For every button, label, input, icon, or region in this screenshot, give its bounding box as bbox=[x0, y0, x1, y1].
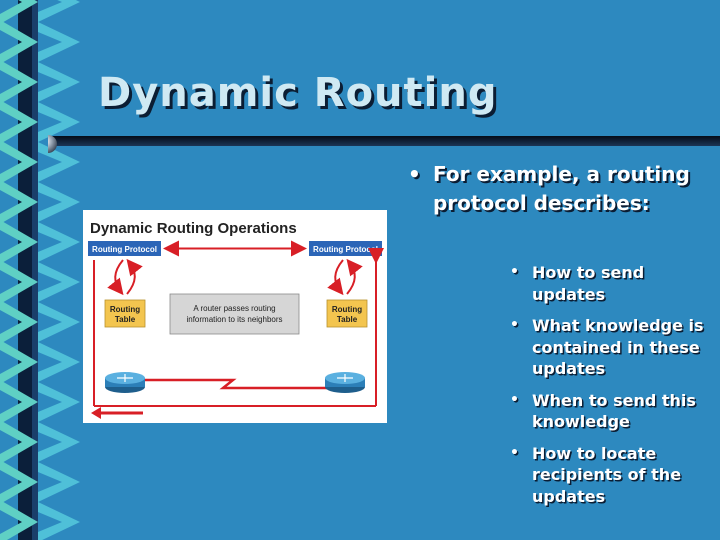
caption-box bbox=[169, 293, 300, 335]
sub-bullet-marker: • bbox=[510, 317, 519, 333]
strip-chevron bbox=[38, 302, 80, 342]
strip-chevron bbox=[38, 262, 80, 302]
routing-protocol-box-left bbox=[88, 241, 161, 256]
sub-bullet-marker: • bbox=[510, 444, 519, 461]
title-divider bbox=[48, 135, 720, 153]
strip-chevron bbox=[0, 460, 38, 504]
strip-chevron bbox=[38, 62, 80, 102]
strip-chevron bbox=[38, 382, 80, 422]
sub-bullet-item: • How to send updates bbox=[510, 262, 715, 305]
strip-chevron bbox=[0, 260, 38, 304]
sub-bullet-item: • What knowledge is contained in these u… bbox=[510, 315, 715, 380]
strip-chevron bbox=[38, 502, 80, 540]
table-to-protocol-arrow-left bbox=[126, 258, 143, 295]
routing-table-box-right bbox=[326, 299, 368, 328]
router-icon-left bbox=[105, 372, 145, 393]
main-bullet: • For example, a routing protocol descri… bbox=[408, 160, 708, 218]
strip-chevron bbox=[0, 300, 38, 344]
strip-chevron bbox=[0, 60, 38, 104]
routing-protocol-box-right bbox=[309, 241, 382, 256]
strip-chevron bbox=[0, 0, 38, 24]
sub-bullet-text: When to send this knowledge bbox=[532, 390, 696, 432]
strip-chevron bbox=[0, 340, 38, 384]
sub-bullet-item: • When to send this knowledge bbox=[510, 390, 715, 433]
strip-chevron bbox=[0, 140, 38, 184]
strip-chevron bbox=[0, 220, 38, 264]
strip-chevron bbox=[0, 20, 38, 64]
protocol-to-table-arrow-right bbox=[327, 259, 344, 296]
routing-diagram: Dynamic Routing Operations Routing Proto… bbox=[83, 210, 387, 423]
strip-chevron bbox=[38, 102, 80, 142]
strip-chevron bbox=[38, 0, 80, 22]
sub-bullet-marker: • bbox=[510, 264, 519, 280]
bullet-marker: • bbox=[408, 162, 421, 186]
sub-bullet-list: • How to send updates • What knowledge i… bbox=[510, 262, 715, 507]
caption-line2: information to its neighbors bbox=[186, 315, 282, 324]
routing-table-box-left bbox=[104, 299, 146, 328]
table-to-protocol-arrow-right bbox=[346, 258, 363, 295]
routing-table-label-right-line2: Table bbox=[337, 315, 358, 324]
sub-bullet-text: What knowledge is contained in these upd… bbox=[532, 316, 704, 378]
strip-chevron bbox=[0, 380, 38, 424]
strip-chevron bbox=[38, 182, 80, 222]
strip-chevron bbox=[0, 500, 38, 540]
strip-chevron bbox=[38, 342, 80, 382]
sub-bullet-text: How to locate recipients of the updates bbox=[532, 443, 682, 506]
routing-protocol-label-left: Routing Protocol bbox=[92, 245, 157, 254]
slide-title: Dynamic Routing bbox=[98, 70, 498, 116]
sub-bullet-item: • How to locate recipients of the update… bbox=[510, 443, 715, 508]
routing-table-label-left-line1: Routing bbox=[110, 305, 140, 314]
decorative-left-strip bbox=[0, 0, 80, 540]
diagram-title: Dynamic Routing Operations bbox=[90, 220, 297, 237]
sub-bullet-text: How to send updates bbox=[532, 263, 645, 304]
router-link bbox=[135, 378, 328, 390]
strip-chevron bbox=[0, 100, 38, 144]
sub-bullet-marker: • bbox=[510, 391, 519, 408]
strip-chevron bbox=[38, 422, 80, 462]
strip-chevron bbox=[38, 222, 80, 262]
router-icon-right bbox=[325, 372, 365, 393]
main-bullet-text: For example, a routing protocol describe… bbox=[433, 162, 690, 215]
routing-table-label-left-line2: Table bbox=[115, 315, 136, 324]
routing-table-label-right-line1: Routing bbox=[332, 305, 362, 314]
bottom-left-arrowhead bbox=[91, 407, 101, 419]
strip-chevron bbox=[38, 462, 80, 502]
strip-chevron bbox=[0, 420, 38, 464]
strip-chevron bbox=[38, 22, 80, 62]
routing-protocol-label-right: Routing Protocol bbox=[313, 245, 378, 254]
caption-line1: A router passes routing bbox=[193, 304, 275, 313]
protocol-to-table-arrow-left bbox=[107, 259, 124, 296]
strip-chevron bbox=[0, 180, 38, 224]
